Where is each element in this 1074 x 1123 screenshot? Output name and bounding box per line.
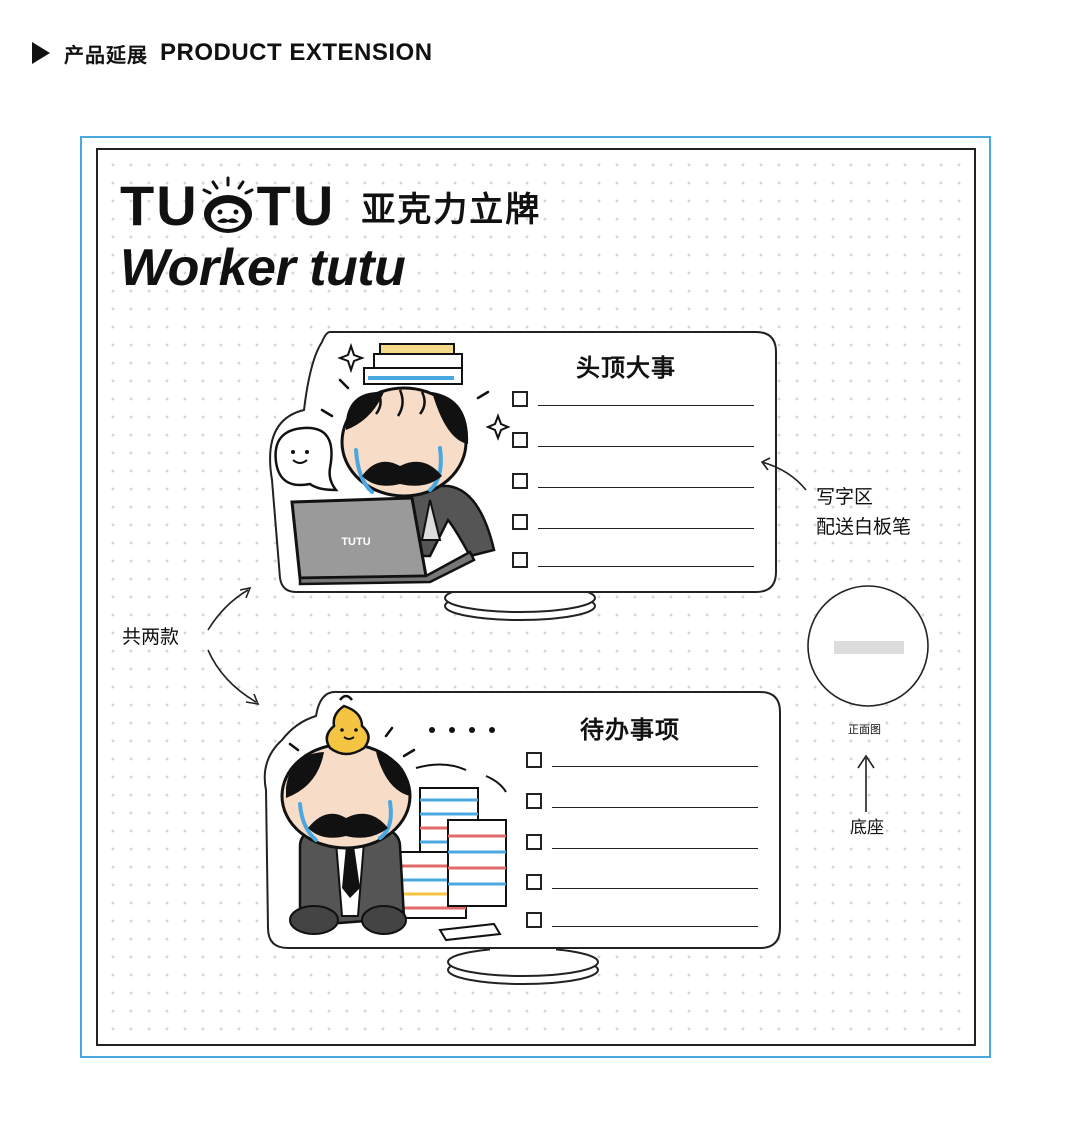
front-view-label: 正面图 — [848, 723, 881, 736]
checklist-item[interactable] — [526, 752, 758, 768]
checklist-item[interactable] — [526, 793, 758, 809]
checklist-item[interactable] — [512, 552, 754, 568]
write-line — [538, 404, 754, 406]
checkbox-icon[interactable] — [526, 874, 542, 890]
write-line — [552, 847, 758, 849]
write-line — [538, 565, 754, 567]
checkbox-icon[interactable] — [512, 432, 528, 448]
card-top-title: 头顶大事 — [576, 354, 676, 382]
write-line — [538, 486, 754, 488]
play-triangle-icon — [32, 42, 50, 64]
write-line — [552, 925, 758, 927]
ghost-icon — [274, 426, 339, 492]
writing-area-label: 写字区 配送白板笔 — [816, 486, 912, 538]
checkbox-icon[interactable] — [512, 391, 528, 407]
write-line — [552, 765, 758, 767]
write-line — [552, 806, 758, 808]
pear-icon — [325, 694, 370, 756]
checklist-item[interactable] — [512, 473, 754, 489]
logo-row: TU TU 亚克力立牌 — [120, 174, 542, 237]
write-line — [538, 445, 754, 447]
paper-stack-icon — [399, 763, 507, 942]
checklist-item[interactable] — [512, 514, 754, 530]
product-subtitle: Worker tutu — [120, 239, 406, 297]
laptop-icon: TUTU — [290, 496, 476, 586]
laptop-brand: TUTU — [341, 536, 370, 548]
checkbox-icon[interactable] — [512, 473, 528, 489]
section-title-en: PRODUCT EXTENSION — [160, 39, 433, 66]
checkbox-icon[interactable] — [512, 552, 528, 568]
ellipsis-icon — [288, 726, 495, 758]
checklist-item[interactable] — [512, 432, 754, 448]
checkbox-icon[interactable] — [526, 793, 542, 809]
logo-text-left: TU — [120, 174, 199, 237]
checkbox-icon[interactable] — [526, 752, 542, 768]
checkbox-icon[interactable] — [512, 514, 528, 530]
section-header: 产品延展 PRODUCT EXTENSION — [32, 36, 433, 70]
checkbox-icon[interactable] — [526, 834, 542, 850]
logo-text-right: TU — [256, 174, 336, 237]
two-styles-label: 共两款 — [122, 626, 180, 648]
base-label: 底座 — [850, 818, 884, 838]
checkbox-icon[interactable] — [526, 912, 542, 928]
section-title-cn: 产品延展 — [64, 42, 148, 67]
card-bottom-title: 待办事项 — [580, 716, 680, 744]
sparkle-icon — [320, 342, 511, 441]
checklist-item[interactable] — [526, 874, 758, 890]
write-line — [552, 887, 758, 889]
checklist-item[interactable] — [526, 912, 758, 928]
checklist-item[interactable] — [526, 834, 758, 850]
checklist-item[interactable] — [512, 391, 754, 407]
write-line — [538, 527, 754, 529]
product-title-cn: 亚克力立牌 — [361, 189, 542, 230]
tutu-face-logo-icon — [201, 176, 255, 233]
